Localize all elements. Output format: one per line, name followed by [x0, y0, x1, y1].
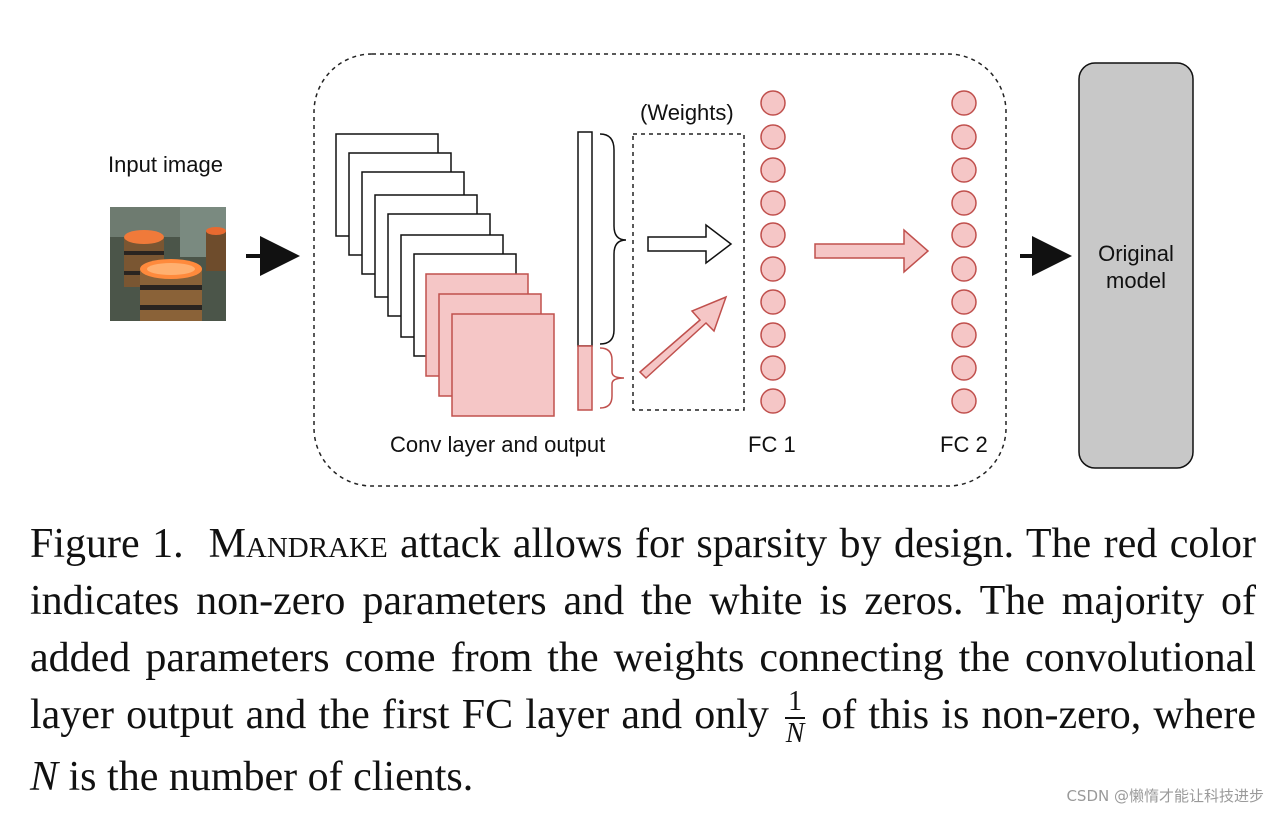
caption-method-name: Mandrake [208, 521, 388, 567]
fc2-neurons [951, 90, 977, 414]
figure-caption: Figure 1. Mandrake attack allows for spa… [30, 516, 1256, 806]
fc-arrow [814, 228, 930, 274]
fc1-label: FC 1 [748, 432, 796, 457]
barrel-photo-icon [110, 207, 226, 321]
nonzero-weights-arrow [638, 295, 728, 380]
conv-nonzero-maps [425, 273, 555, 417]
conv-output-nonzero [577, 345, 593, 411]
caption-text-2: of this is non-zero, where [821, 692, 1257, 738]
conv-output-zero [577, 131, 593, 347]
fraction-denominator: N [785, 718, 805, 750]
caption-text-3: is the number of clients. [58, 754, 474, 801]
weights-label: (Weights) [640, 100, 734, 125]
fraction-numerator: 1 [785, 687, 806, 720]
brace-zero [599, 133, 627, 345]
diagram-svg [246, 53, 1194, 487]
zero-weights-arrow [647, 223, 733, 265]
watermark: CSDN @懒惰才能让科技进步 [1066, 787, 1264, 805]
caption-variable: N [30, 754, 59, 801]
caption-prefix: Figure 1. [30, 521, 184, 567]
weights-box [632, 133, 745, 411]
fc1-neurons [760, 90, 786, 414]
model-container [313, 53, 1007, 487]
conv-label: Conv layer and output [390, 432, 606, 457]
caption-text-1: attack allows for sparsity by design. Th… [30, 521, 1257, 738]
input-image [110, 207, 226, 321]
original-model-label: Original model [1079, 240, 1193, 294]
fc2-label: FC 2 [940, 432, 988, 457]
original-model-box [1078, 62, 1194, 469]
model-label-line1: Original [1098, 241, 1174, 266]
figure-diagram: Input image [108, 53, 1194, 487]
input-image-label: Input image [108, 152, 223, 177]
brace-nonzero [599, 347, 625, 409]
model-label-line2: model [1106, 268, 1166, 293]
